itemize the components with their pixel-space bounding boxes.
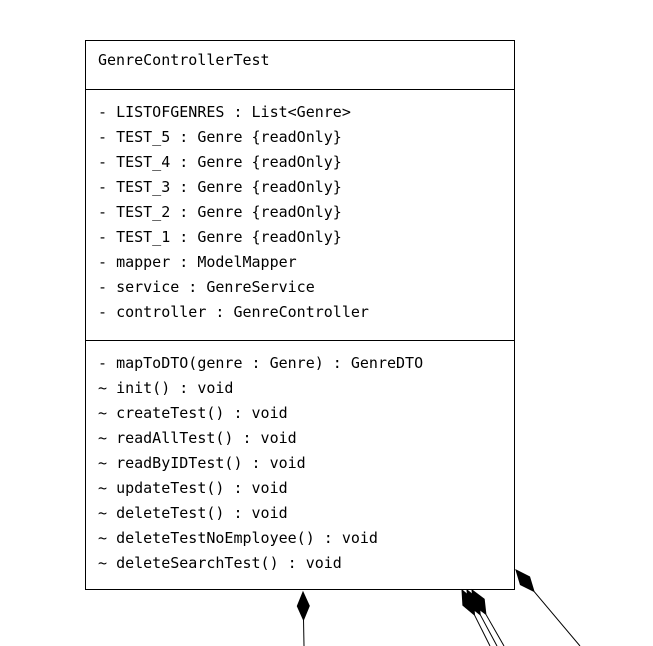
operation-row: ~ deleteSearchTest() : void	[98, 551, 423, 576]
visibility-marker: ~	[98, 454, 108, 472]
visibility-marker: -	[98, 153, 108, 171]
connector-line	[474, 614, 491, 646]
operation-row-text: mapToDTO(genre : Genre) : GenreDTO	[116, 354, 424, 372]
attribute-row: - TEST_3 : Genre {readOnly}	[98, 175, 369, 200]
attribute-row-text: controller : GenreController	[116, 303, 369, 321]
connector-line	[533, 591, 581, 646]
operation-row-text: createTest() : void	[116, 404, 288, 422]
operations-compartment: - mapToDTO(genre : Genre) : GenreDTO~ in…	[86, 341, 514, 590]
operation-row: ~ readByIDTest() : void	[98, 451, 423, 476]
operation-row-text: deleteTest() : void	[116, 504, 288, 522]
operation-row-text: readByIDTest() : void	[116, 454, 306, 472]
class-name-compartment: GenreControllerTest	[86, 41, 514, 90]
composition-diamond-icon	[466, 588, 481, 616]
visibility-marker: ~	[98, 404, 108, 422]
operation-row-text: deleteTestNoEmployee() : void	[116, 529, 378, 547]
attribute-row-text: TEST_3 : Genre {readOnly}	[116, 178, 342, 196]
attribute-list: - LISTOFGENRES : List<Genre>- TEST_5 : G…	[98, 100, 369, 325]
attribute-row-text: service : GenreService	[116, 278, 315, 296]
visibility-marker: -	[98, 303, 108, 321]
attribute-row: - mapper : ModelMapper	[98, 250, 369, 275]
visibility-marker: -	[98, 128, 108, 146]
operation-row: ~ deleteTestNoEmployee() : void	[98, 526, 423, 551]
class-name: GenreControllerTest	[98, 51, 270, 69]
visibility-marker: ~	[98, 554, 108, 572]
visibility-marker: -	[98, 203, 108, 221]
operation-row: ~ init() : void	[98, 376, 423, 401]
attributes-compartment: - LISTOFGENRES : List<Genre>- TEST_5 : G…	[86, 90, 514, 341]
connector-line	[485, 614, 505, 646]
composition-diamond-icon	[515, 569, 535, 593]
operation-row: ~ updateTest() : void	[98, 476, 423, 501]
operation-row: ~ deleteTest() : void	[98, 501, 423, 526]
composition-diamond-icon	[296, 590, 310, 622]
attribute-row: - TEST_1 : Genre {readOnly}	[98, 225, 369, 250]
attribute-row: - LISTOFGENRES : List<Genre>	[98, 100, 369, 125]
visibility-marker: ~	[98, 504, 108, 522]
visibility-marker: -	[98, 278, 108, 296]
operation-row: - mapToDTO(genre : Genre) : GenreDTO	[98, 351, 423, 376]
visibility-marker: ~	[98, 479, 108, 497]
attribute-row-text: TEST_2 : Genre {readOnly}	[116, 203, 342, 221]
attribute-row-text: TEST_1 : Genre {readOnly}	[116, 228, 342, 246]
connector-line	[479, 614, 498, 646]
attribute-row: - controller : GenreController	[98, 300, 369, 325]
visibility-marker: -	[98, 253, 108, 271]
attribute-row: - TEST_2 : Genre {readOnly}	[98, 200, 369, 225]
visibility-marker: -	[98, 354, 108, 372]
attribute-row: - TEST_4 : Genre {readOnly}	[98, 150, 369, 175]
operation-row-text: updateTest() : void	[116, 479, 288, 497]
visibility-marker: ~	[98, 379, 108, 397]
operation-row-text: init() : void	[116, 379, 234, 397]
attribute-row-text: TEST_4 : Genre {readOnly}	[116, 153, 342, 171]
operation-row: ~ createTest() : void	[98, 401, 423, 426]
visibility-marker: -	[98, 103, 108, 121]
composition-diamond-icon	[461, 588, 476, 617]
visibility-marker: ~	[98, 429, 108, 447]
visibility-marker: -	[98, 178, 108, 196]
operation-row-text: readAllTest() : void	[116, 429, 297, 447]
uml-class-box[interactable]: GenreControllerTest - LISTOFGENRES : Lis…	[85, 40, 515, 590]
attribute-row-text: LISTOFGENRES : List<Genre>	[116, 103, 351, 121]
composition-diamond-icon	[471, 588, 487, 616]
attribute-row: - TEST_5 : Genre {readOnly}	[98, 125, 369, 150]
operation-row-text: deleteSearchTest() : void	[116, 554, 342, 572]
visibility-marker: -	[98, 228, 108, 246]
operation-list: - mapToDTO(genre : Genre) : GenreDTO~ in…	[98, 351, 423, 576]
attribute-row: - service : GenreService	[98, 275, 369, 300]
attribute-row-text: mapper : ModelMapper	[116, 253, 297, 271]
operation-row: ~ readAllTest() : void	[98, 426, 423, 451]
visibility-marker: ~	[98, 529, 108, 547]
attribute-row-text: TEST_5 : Genre {readOnly}	[116, 128, 342, 146]
